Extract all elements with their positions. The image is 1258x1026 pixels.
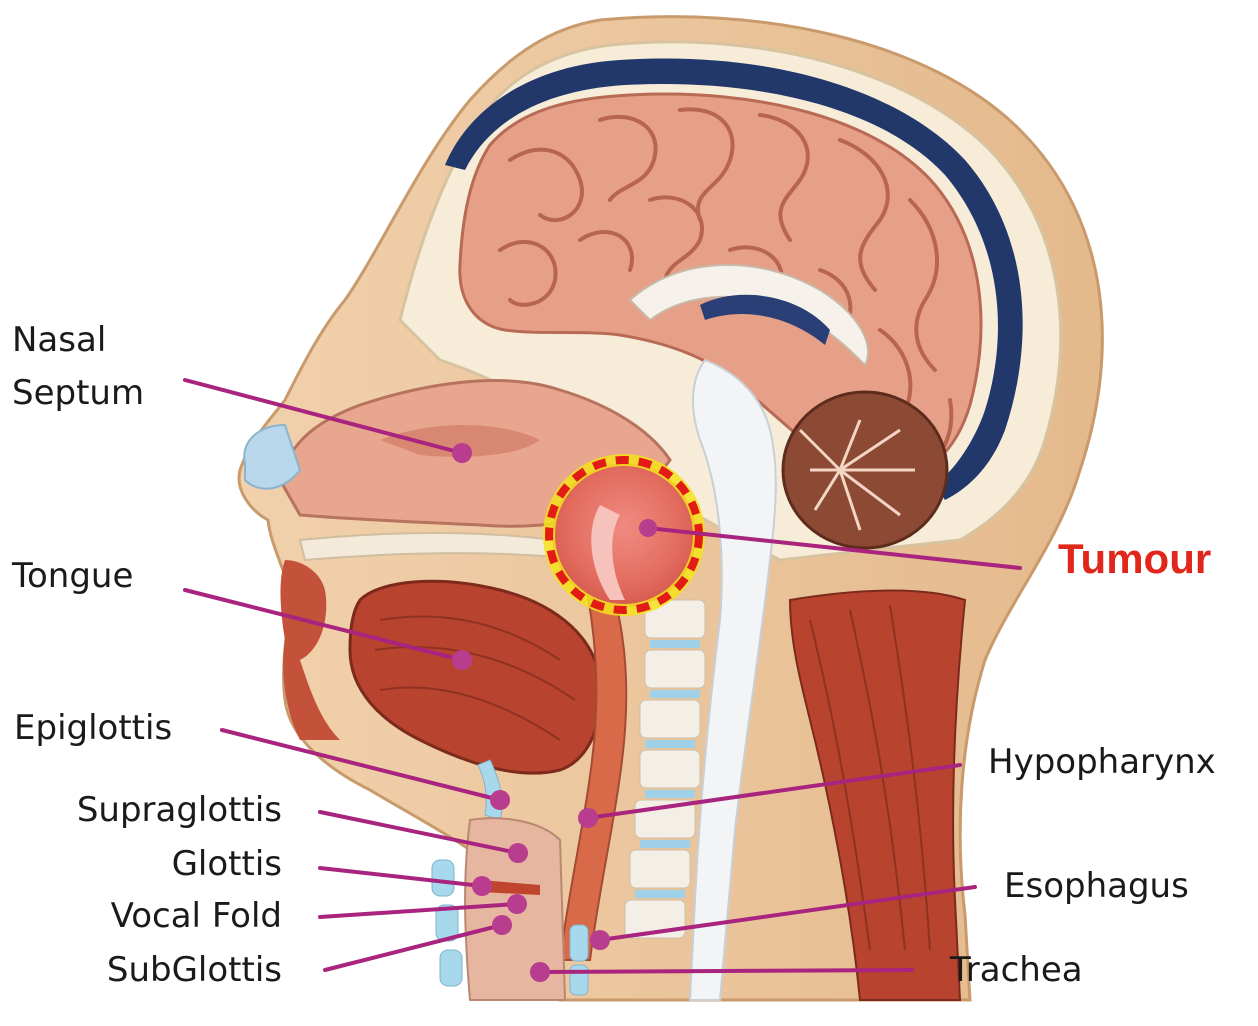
label-nasal-septum-line1: Nasal: [12, 320, 106, 360]
label-tongue: Tongue: [12, 556, 133, 596]
dot-epiglottis: [490, 790, 510, 810]
dot-esophagus: [590, 930, 610, 950]
dot-supraglottis: [508, 843, 528, 863]
dot-glottis: [472, 876, 492, 896]
label-tumour: Tumour: [1058, 535, 1211, 583]
dot-tongue: [452, 650, 472, 670]
dot-trachea: [530, 962, 550, 982]
dot-hypopharynx: [578, 808, 598, 828]
leader-trachea: [540, 970, 912, 972]
dot-nasal-septum: [452, 443, 472, 463]
label-glottis: Glottis: [172, 844, 282, 884]
dot-tumour: [639, 519, 657, 537]
dot-subglottis: [492, 915, 512, 935]
dot-vocal-fold: [507, 894, 527, 914]
label-vocal-fold: Vocal Fold: [111, 896, 282, 936]
label-epiglottis: Epiglottis: [14, 708, 172, 748]
label-trachea: Trachea: [950, 950, 1083, 990]
label-nasal-septum-line2: Septum: [12, 373, 144, 413]
label-subglottis: SubGlottis: [107, 950, 282, 990]
leader-glottis: [320, 868, 482, 886]
label-supraglottis: Supraglottis: [77, 790, 282, 830]
label-hypopharynx: Hypopharynx: [988, 742, 1216, 782]
label-esophagus: Esophagus: [1004, 866, 1189, 906]
